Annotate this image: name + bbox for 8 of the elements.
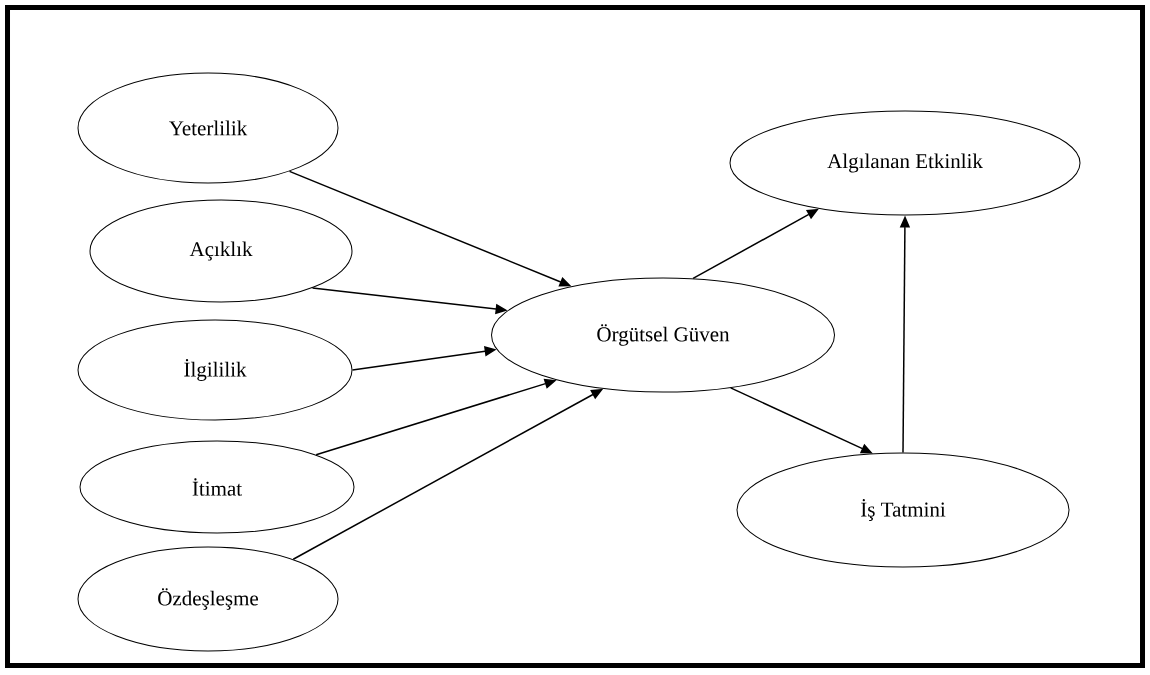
ellipse-node: İlgililik	[77, 319, 353, 421]
ellipse-node: İtimat	[79, 440, 355, 534]
ellipse-node: Özdeşleşme	[77, 546, 339, 652]
ellipse-node: Algılanan Etkinlik	[729, 110, 1081, 216]
ellipse-node: Örgütsel Güven	[491, 277, 835, 393]
ellipse-node: İş Tatmini	[736, 452, 1070, 568]
ellipse-node: Yeterlilik	[77, 72, 339, 184]
ellipse-node: Açıklık	[89, 199, 353, 303]
